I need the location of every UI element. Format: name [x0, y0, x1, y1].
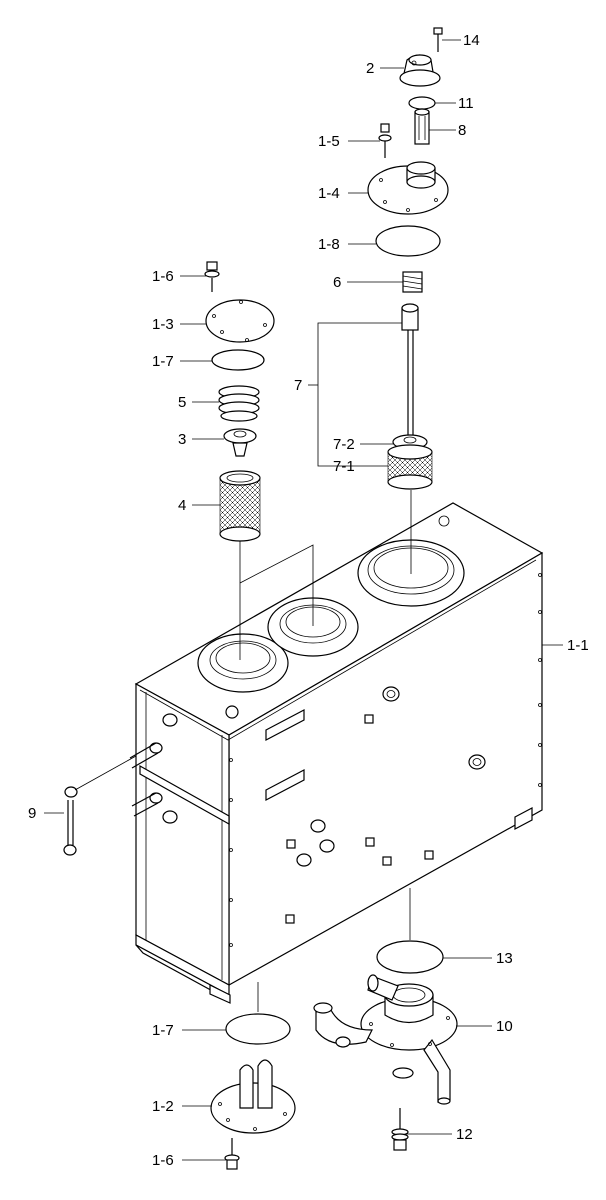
part-11-o-ring: [408, 96, 436, 110]
label-1-8: 1-8: [318, 236, 340, 253]
label-14: 14: [463, 32, 480, 49]
part-4-filter: [219, 470, 261, 542]
part-1-4-cover: [367, 161, 449, 215]
part-1-2-suction-plate: [210, 1059, 296, 1134]
label-1-4: 1-4: [318, 185, 340, 202]
part-1-5-bolt: [378, 123, 392, 158]
leader-lines: [44, 39, 563, 1161]
part-3-valve: [223, 428, 257, 457]
part-2-cap: [399, 54, 441, 87]
part-12-bolt: [391, 1108, 409, 1151]
tank-opening-left: [197, 633, 289, 693]
part-8-strainer: [414, 108, 430, 145]
label-1-7-top: 1-7: [152, 353, 174, 370]
label-7: 7: [294, 377, 302, 394]
part-1-6-bolt-bottom: [224, 1138, 240, 1170]
label-1-1: 1-1: [567, 637, 589, 654]
label-10: 10: [496, 1018, 513, 1035]
part-13-gasket: [376, 940, 444, 974]
part-6-spring: [402, 271, 423, 293]
part-1-8-gasket: [375, 225, 441, 257]
label-1-7-bottom: 1-7: [152, 1022, 174, 1039]
part-5-spring: [218, 385, 260, 422]
label-7-2: 7-2: [333, 436, 355, 453]
part-9-level-gauge: [63, 755, 137, 856]
label-1-6-top: 1-6: [152, 268, 174, 285]
label-13: 13: [496, 950, 513, 967]
label-5: 5: [178, 394, 186, 411]
part-1-3-cover: [205, 299, 275, 343]
tank-body: [129, 502, 544, 1004]
label-7-1: 7-1: [333, 458, 355, 475]
label-1-6-bottom: 1-6: [152, 1152, 174, 1169]
label-1-2: 1-2: [152, 1098, 174, 1115]
label-6: 6: [333, 274, 341, 291]
part-7-1-filter: [387, 444, 433, 490]
part-7-element-rod: [401, 303, 419, 436]
label-1-5: 1-5: [318, 133, 340, 150]
label-11: 11: [458, 95, 474, 112]
part-14-screw: [433, 27, 443, 52]
label-12: 12: [456, 1126, 473, 1143]
part-1-7-gasket-top: [211, 349, 265, 371]
label-8: 8: [458, 122, 466, 139]
label-1-3: 1-3: [152, 316, 174, 333]
part-1-7-gasket-bottom: [225, 1013, 291, 1045]
part-10-manifold: [313, 974, 458, 1105]
label-3: 3: [178, 431, 186, 448]
label-4: 4: [178, 497, 186, 514]
label-9: 9: [28, 805, 36, 822]
part-1-6-bolt-top: [204, 261, 220, 292]
label-2: 2: [366, 60, 374, 77]
